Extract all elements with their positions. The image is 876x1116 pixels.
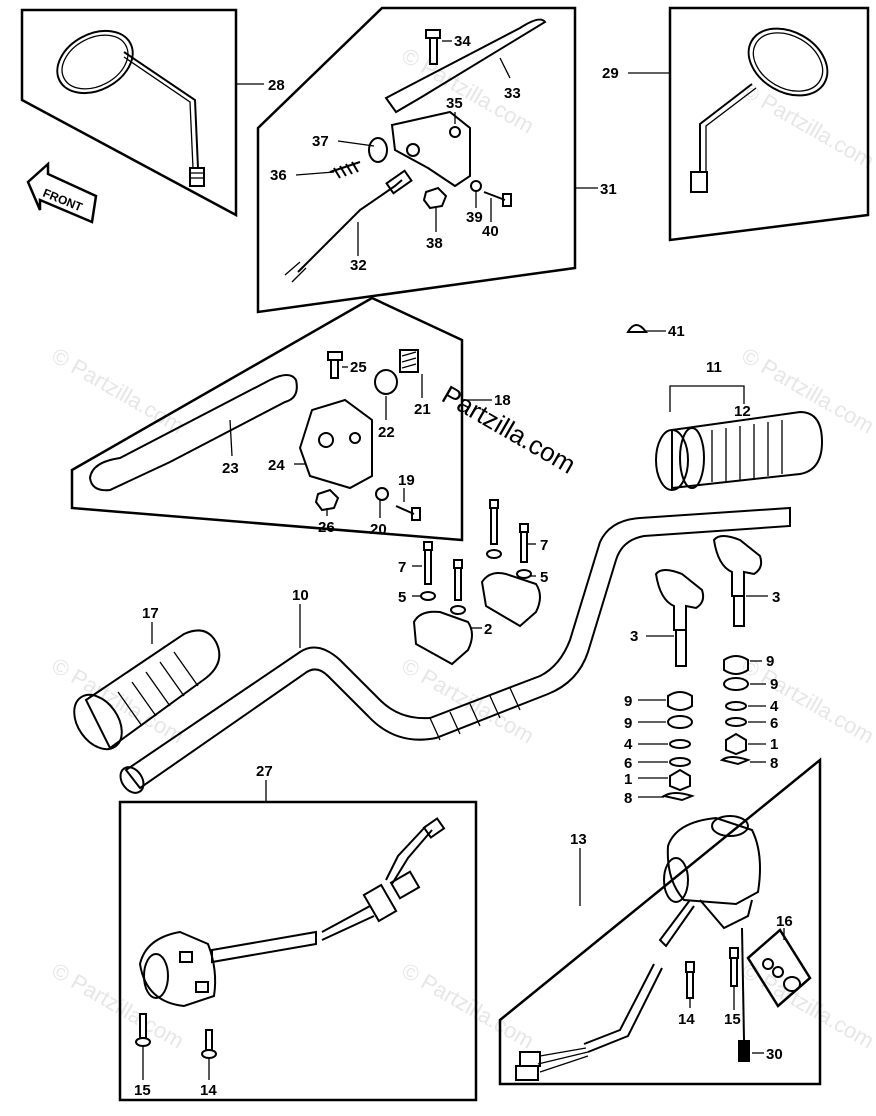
right-grip	[655, 410, 824, 491]
callout-16: 16	[776, 913, 793, 930]
callout-19: 19	[398, 472, 415, 489]
front-arrow-icon: FRONT	[26, 161, 98, 224]
mirror-left	[56, 29, 134, 95]
callout-34: 34	[454, 33, 471, 50]
callout-30: 30	[766, 1046, 783, 1063]
brake-lever-blade	[88, 374, 298, 492]
callout-6b: 6	[770, 715, 778, 732]
right-switch-box	[498, 757, 822, 1086]
mirror-right-stem	[699, 83, 753, 172]
watermark-text: © Partzilla.com	[48, 343, 189, 439]
callout-35: 35	[446, 95, 463, 112]
callout-26: 26	[318, 519, 335, 536]
callout-8b: 8	[770, 755, 778, 772]
mirror-right-nut	[690, 171, 708, 193]
mirror-right-box	[668, 6, 870, 242]
callout-9a: 9	[624, 693, 632, 710]
left-switch-group	[118, 800, 478, 1102]
callout-27: 27	[256, 763, 273, 780]
callout-14b: 14	[200, 1082, 217, 1099]
callout-10: 10	[292, 587, 309, 604]
callout-37: 37	[312, 133, 329, 150]
holder-hardware-right	[719, 655, 751, 766]
callout-5a: 5	[398, 589, 406, 606]
leader-lines	[142, 40, 785, 1080]
callout-11: 11	[706, 359, 722, 376]
callout-2: 2	[484, 621, 492, 638]
callout-24: 24	[268, 457, 285, 474]
watermark-text: © Partzilla.com	[738, 78, 876, 174]
handlebar-holders	[654, 535, 763, 667]
callout-3b: 3	[772, 589, 780, 606]
callout-7a: 7	[398, 559, 406, 576]
left-switch-housing	[138, 930, 217, 1008]
callout-18: 18	[494, 392, 511, 409]
mirror-left-group	[20, 8, 238, 218]
callout-15a: 15	[724, 1011, 741, 1028]
callout-5b: 5	[540, 569, 548, 586]
left-switch-box	[118, 800, 478, 1102]
watermark-text: © Partzilla.com	[398, 653, 539, 749]
clutch-holder	[390, 110, 471, 188]
callout-7b: 7	[540, 537, 548, 554]
callout-29: 29	[602, 65, 619, 82]
callout-25: 25	[350, 359, 367, 376]
callout-1b: 1	[770, 736, 778, 753]
callout-31: 31	[600, 181, 617, 198]
clutch-lever-blade	[384, 18, 547, 114]
callout-20: 20	[370, 521, 387, 538]
callout-33: 33	[504, 85, 521, 102]
callout-1a: 1	[624, 771, 632, 788]
callout-9c: 9	[766, 653, 774, 670]
callout-41: 41	[668, 323, 685, 340]
right-switch-housing	[666, 816, 761, 906]
callout-15b: 15	[134, 1082, 151, 1099]
mirror-left-nut	[189, 167, 205, 187]
callout-9d: 9	[770, 676, 778, 693]
callout-23: 23	[222, 460, 239, 477]
watermark-text: © Partzilla.com	[738, 343, 876, 439]
callout-28: 28	[268, 77, 285, 94]
callout-4b: 4	[770, 698, 779, 715]
callout-3a: 3	[630, 628, 638, 645]
holder-hardware-left	[661, 691, 695, 802]
callout-21: 21	[414, 401, 431, 418]
callout-numbers: 34 33 35 37 36 39 40 38 32 31 28 29 41 2…	[134, 33, 793, 1099]
callout-12: 12	[734, 403, 751, 420]
brake-holder	[298, 398, 373, 490]
clutch-lever-box	[256, 6, 577, 314]
callout-40: 40	[482, 223, 499, 240]
callout-39: 39	[466, 209, 483, 226]
right-switch-group	[498, 757, 822, 1086]
clutch-lever-group	[256, 6, 577, 314]
brake-lever-group	[70, 296, 464, 542]
parts-16-box	[746, 928, 812, 1008]
handlebar-clamps	[412, 499, 541, 666]
mirror-left-box	[20, 8, 238, 218]
watermark-text: © Partzilla.com	[738, 653, 876, 749]
callout-13: 13	[570, 831, 587, 848]
mirror-right-group	[668, 6, 870, 242]
callout-17: 17	[142, 605, 159, 622]
callout-14a: 14	[678, 1011, 695, 1028]
callout-6a: 6	[624, 755, 632, 772]
watermark-text: © Partzilla.com	[48, 653, 189, 749]
callout-36: 36	[270, 167, 287, 184]
mirror-right	[747, 27, 829, 97]
callout-9b: 9	[624, 715, 632, 732]
mirror-left-stem	[123, 51, 199, 169]
callout-38: 38	[426, 235, 443, 252]
handlebar	[119, 506, 791, 794]
brake-lever-box	[70, 296, 464, 542]
left-grip	[73, 629, 221, 751]
cap-41	[626, 324, 648, 333]
callout-32: 32	[350, 257, 367, 274]
callout-22: 22	[378, 424, 395, 441]
callout-8a: 8	[624, 790, 632, 807]
callout-4a: 4	[624, 736, 633, 753]
